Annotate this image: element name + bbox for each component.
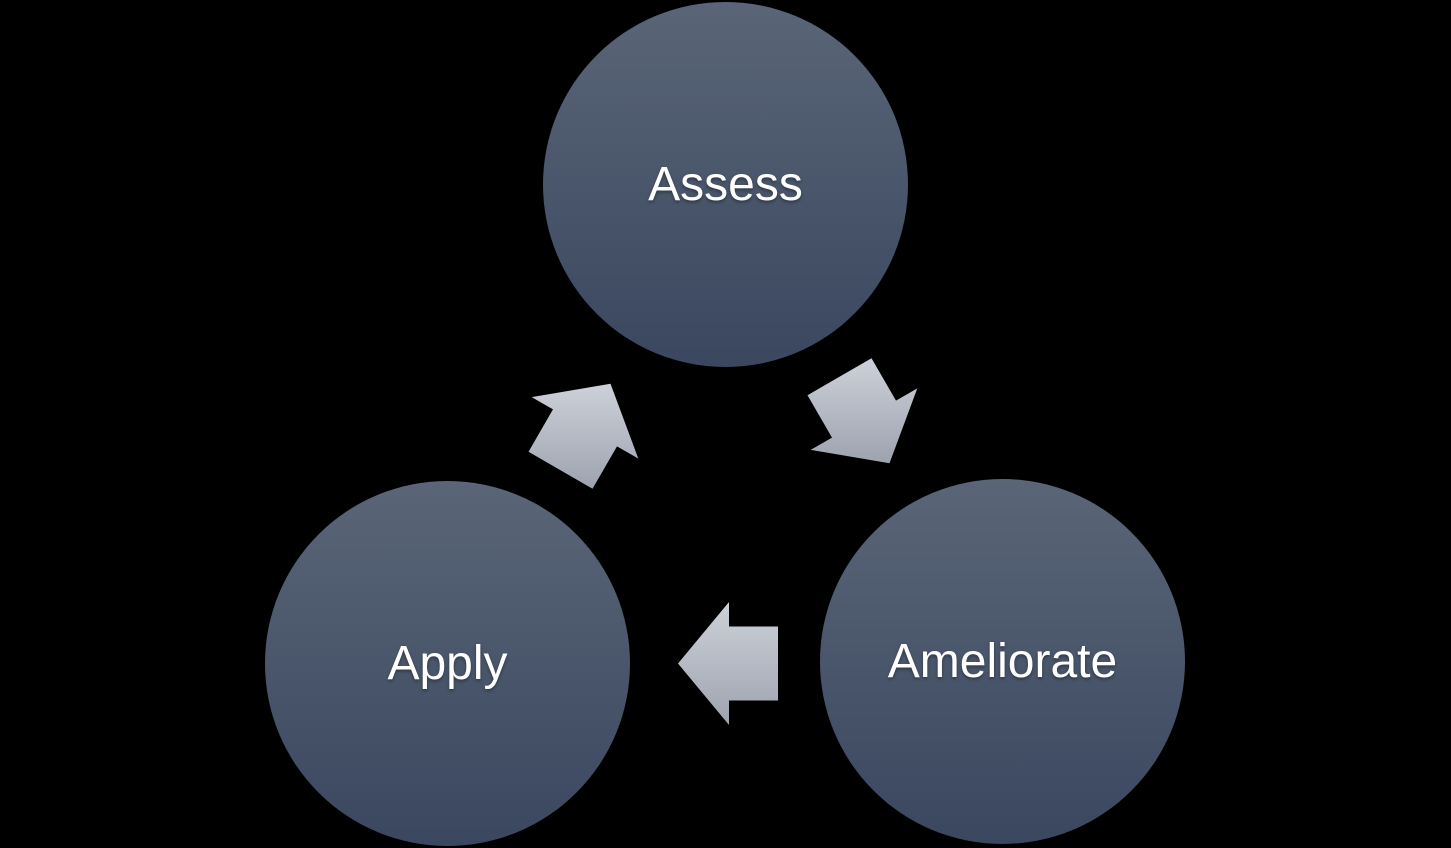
node-label-apply: Apply <box>387 636 508 690</box>
cycle-node-ameliorate: Ameliorate <box>820 479 1185 844</box>
node-label-ameliorate: Ameliorate <box>887 634 1118 688</box>
arrow-assess-to-ameliorate-icon <box>807 358 918 464</box>
cycle-node-assess: Assess <box>543 2 908 367</box>
node-label-assess: Assess <box>648 157 803 211</box>
arrow-ameliorate-to-apply-icon <box>678 602 778 725</box>
cycle-node-apply: Apply <box>265 481 630 846</box>
arrow-apply-to-assess-icon <box>528 383 639 489</box>
